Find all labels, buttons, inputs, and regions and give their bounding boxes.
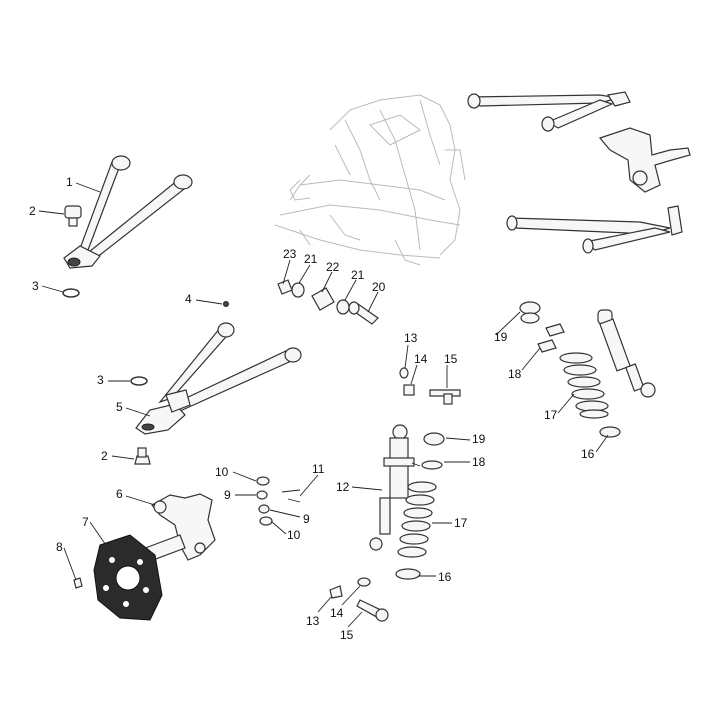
spindle-hardware [256, 476, 301, 526]
callout-12: 12 [336, 480, 350, 494]
retaining-ring-lower [130, 376, 148, 386]
spindle-preview [598, 127, 691, 193]
callout-6: 6 [116, 487, 123, 501]
callout-21-right: 21 [351, 268, 365, 282]
callout-17-right: 17 [544, 408, 558, 422]
callout-16-center: 16 [438, 570, 452, 584]
callout-18-center: 18 [472, 455, 486, 469]
lower-a-arm-preview [506, 205, 683, 254]
upper-a-arm-preview [467, 91, 631, 132]
upper-a-arm [63, 155, 193, 269]
callout-3-upper: 3 [32, 279, 39, 293]
shock-assembly-right [519, 301, 656, 438]
callout-9-top: 9 [224, 488, 231, 502]
callout-labels: 1 2 3 4 3 5 2 6 7 8 10 9 11 9 10 23 21 2… [29, 175, 595, 642]
callout-16-right: 16 [581, 447, 595, 461]
callout-13-lower: 13 [306, 614, 320, 628]
brake-disc [93, 534, 163, 621]
lower-a-arm [135, 322, 302, 435]
chassis-frame [274, 94, 466, 266]
callout-7: 7 [82, 515, 89, 529]
callout-15-lower: 15 [340, 628, 354, 642]
retaining-ring-upper [62, 288, 80, 298]
callout-8: 8 [56, 540, 63, 554]
callout-19-center: 19 [472, 432, 486, 446]
ball-joint-upper [64, 205, 82, 227]
disc-screw [73, 577, 83, 589]
callout-19-right: 19 [494, 330, 508, 344]
callout-13-upper: 13 [404, 331, 418, 345]
callout-1: 1 [66, 175, 73, 189]
shock-absorber [369, 424, 415, 551]
callout-10-bottom: 10 [287, 528, 301, 542]
callout-14-upper: 14 [414, 352, 428, 366]
callout-5: 5 [116, 400, 123, 414]
callout-23: 23 [283, 247, 297, 261]
callout-2-upper: 2 [29, 204, 36, 218]
callout-18-right: 18 [508, 367, 522, 381]
callout-9-bottom: 9 [303, 512, 310, 526]
shock-lower-hardware [329, 577, 389, 622]
callout-11: 11 [312, 462, 325, 476]
callout-22: 22 [326, 260, 340, 274]
shock-upper-hardware [399, 367, 461, 405]
callout-10-top: 10 [215, 465, 229, 479]
spring-assembly-center [395, 432, 445, 580]
callout-14-lower: 14 [330, 606, 344, 620]
pivot-hardware-set [277, 279, 379, 325]
callout-17-center: 17 [454, 516, 468, 530]
callout-15-upper: 15 [444, 352, 458, 366]
ball-joint-lower [134, 447, 151, 465]
callout-20: 20 [372, 280, 386, 294]
callout-21-left: 21 [304, 252, 318, 266]
callout-2-lower: 2 [101, 449, 108, 463]
leader-lines [38, 182, 609, 628]
callout-3-lower: 3 [97, 373, 104, 387]
callout-4: 4 [185, 292, 192, 306]
grease-fitting [223, 301, 229, 307]
